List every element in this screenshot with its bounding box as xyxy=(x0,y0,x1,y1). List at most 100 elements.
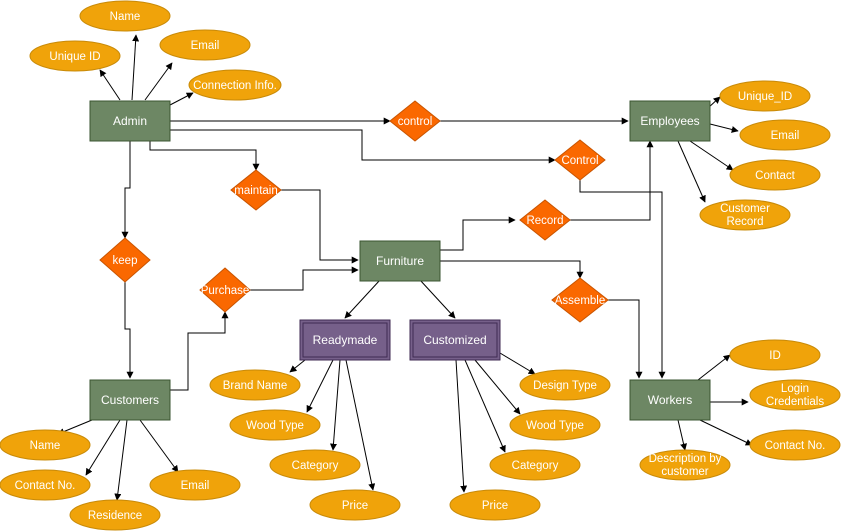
relationship-assemble-label: Assemble xyxy=(555,295,606,307)
entity-furniture: Furniture xyxy=(359,240,441,282)
attribute-workers-id-label: ID xyxy=(769,350,781,362)
edge-admin-name xyxy=(131,34,140,101)
relationship-control-label: control xyxy=(398,116,433,128)
attribute-employees-uniqueid: Unique_ID xyxy=(719,80,811,112)
attribute-workers-description-label-line1: Description by xyxy=(649,453,722,465)
relationship-purchase-label: Purchase xyxy=(201,285,250,297)
edge-admin-control2 xyxy=(170,129,556,164)
edge-readymade-category xyxy=(329,359,341,451)
edge-readymade-brand xyxy=(289,359,306,373)
weak-entity-readymade: Readymade xyxy=(299,319,391,361)
attribute-customers-residence: Residence xyxy=(69,499,161,531)
edge-admin-connection xyxy=(169,92,194,106)
attribute-employees-uniqueid-label: Unique_ID xyxy=(738,91,792,103)
attribute-customized-price: Price xyxy=(449,489,541,521)
edge-readymade-price xyxy=(345,359,376,491)
attribute-admin-email: Email xyxy=(159,29,251,61)
attribute-customers-email: Email xyxy=(149,469,241,501)
edge-furniture-assemble xyxy=(440,260,584,279)
attribute-workers-contact-label: Contact No. xyxy=(765,440,826,452)
attribute-admin-uniqueid-label: Unique ID xyxy=(49,51,100,63)
edge-workers-description xyxy=(677,419,687,451)
attribute-readymade-price: Price xyxy=(309,489,401,521)
attribute-workers-description-label-line2: customer xyxy=(661,466,708,478)
edge-customers-email xyxy=(139,419,179,473)
edge-control2-workers xyxy=(579,180,666,379)
connector-layer xyxy=(57,34,753,501)
edge-employees-customerrecord xyxy=(677,140,706,203)
attribute-customers-name-label: Name xyxy=(30,440,61,452)
relationship-control2: Control xyxy=(554,139,606,181)
entity-workers: Workers xyxy=(629,379,711,421)
attribute-employees-email-label: Email xyxy=(771,130,800,142)
edge-customized-design xyxy=(494,349,536,375)
attribute-readymade-brand-label: Brand Name xyxy=(223,380,288,392)
attribute-readymade-category-label: Category xyxy=(292,460,339,472)
weak-entity-customized: Customized xyxy=(409,319,501,361)
relationship-record: Record xyxy=(519,199,571,241)
weak-entity-customized-label: Customized xyxy=(423,333,486,347)
entity-admin-label: Admin xyxy=(113,114,147,128)
edge-furniture-record xyxy=(440,216,516,251)
attribute-employees-customerrecord-label-line2: Record xyxy=(726,216,763,228)
attribute-customized-wood-label: Wood Type xyxy=(526,420,584,432)
attribute-workers-login-label-line1: Login xyxy=(781,383,809,395)
edge-customized-price xyxy=(455,359,468,493)
edge-assemble-workers xyxy=(608,299,643,379)
relationship-maintain: maintain xyxy=(230,169,282,211)
edge-furniture-readymade xyxy=(344,279,381,319)
attribute-customers-residence-label: Residence xyxy=(88,510,142,522)
attribute-customers-contact: Contact No. xyxy=(0,469,91,501)
edge-employees-email xyxy=(709,123,739,133)
attribute-customized-design: Design Type xyxy=(519,369,611,401)
edge-admin-keep xyxy=(121,141,131,239)
relationship-control: control xyxy=(389,100,441,142)
attribute-employees-customerrecord-label-line1: Customer xyxy=(720,203,770,215)
weak-entity-readymade-label: Readymade xyxy=(313,333,378,347)
attribute-admin-uniqueid: Unique ID xyxy=(29,40,121,72)
attribute-customized-design-label: Design Type xyxy=(533,380,597,392)
attribute-workers-login-label-line2: Credentials xyxy=(766,396,824,408)
entity-workers-label: Workers xyxy=(648,393,692,407)
attribute-customers-contact-label: Contact No. xyxy=(15,480,76,492)
attribute-customized-wood: Wood Type xyxy=(509,409,601,441)
edge-customers-residence xyxy=(114,419,128,501)
relationship-assemble: Assemble xyxy=(551,277,609,323)
attribute-employees-customerrecord: Customer Record xyxy=(699,199,791,231)
attribute-workers-login: Login Credentials xyxy=(749,379,841,411)
attribute-readymade-wood: Wood Type xyxy=(229,409,321,441)
attribute-employees-contact: Contact xyxy=(729,159,821,191)
attribute-workers-description: Description by customer xyxy=(639,449,731,481)
attribute-customized-category-label: Category xyxy=(512,460,559,472)
edge-customers-contact xyxy=(85,419,121,476)
edge-admin-maintain xyxy=(149,141,260,171)
edge-record-employees xyxy=(570,140,654,221)
entity-admin: Admin xyxy=(89,100,171,142)
entity-customers: Customers xyxy=(89,379,171,421)
relationship-maintain-label: maintain xyxy=(234,185,277,197)
entity-customers-label: Customers xyxy=(101,393,159,407)
attribute-customers-name: Name xyxy=(0,429,91,461)
attribute-admin-connection: Connection Info. xyxy=(188,69,282,101)
edge-furniture-customized xyxy=(419,279,456,319)
edge-customized-category xyxy=(464,359,506,453)
attribute-readymade-brand: Brand Name xyxy=(209,369,301,401)
entity-employees-label: Employees xyxy=(640,114,699,128)
attribute-admin-name: Name xyxy=(79,0,171,32)
attribute-employees-email: Email xyxy=(739,119,831,151)
entity-employees: Employees xyxy=(629,100,711,142)
edge-employees-contact xyxy=(689,140,734,171)
relationship-control2-label: Control xyxy=(561,155,598,167)
attribute-admin-connection-label: Connection Info. xyxy=(193,80,277,92)
attribute-admin-email-label: Email xyxy=(191,40,220,52)
relationship-keep: keep xyxy=(99,237,151,283)
relationship-purchase: Purchase xyxy=(199,267,251,313)
edge-purchase-furniture xyxy=(250,266,359,291)
entity-furniture-label: Furniture xyxy=(376,254,424,268)
edge-workers-contact xyxy=(699,419,753,446)
attribute-admin-name-label: Name xyxy=(110,11,141,23)
edge-maintain-furniture xyxy=(280,189,359,264)
attribute-readymade-wood-label: Wood Type xyxy=(246,420,304,432)
attribute-customized-price-label: Price xyxy=(482,500,508,512)
